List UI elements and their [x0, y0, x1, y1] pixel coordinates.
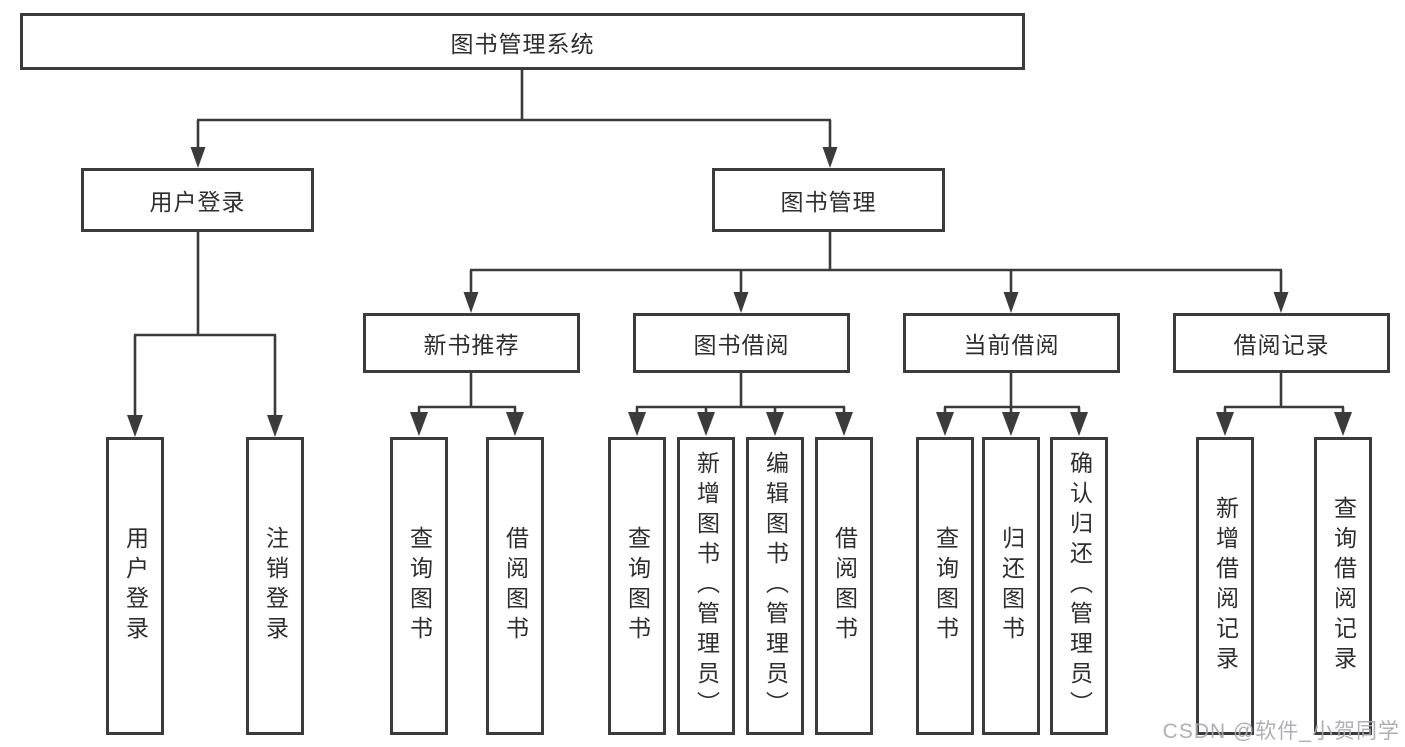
- node-new-book-recommend: 新书推荐: [363, 313, 580, 373]
- arrowheads: [127, 147, 1352, 437]
- leaf-borrow-books-1-label: 借阅图书: [502, 526, 529, 646]
- node-book-borrow: 图书借阅: [633, 313, 850, 373]
- leaf-logout-label: 注销登录: [262, 526, 289, 646]
- leaf-logout: 注销登录: [246, 437, 304, 735]
- leaf-add-borrow-record: 新增借阅记录: [1196, 437, 1254, 735]
- leaf-user-login: 用户登录: [106, 437, 164, 735]
- leaf-confirm-return-admin-label: 确认归还（管理员）: [1066, 451, 1093, 721]
- connector-user-login-children: [133, 232, 277, 419]
- leaf-return-books: 归还图书: [982, 437, 1040, 735]
- node-book-borrow-label: 图书借阅: [693, 332, 790, 358]
- node-user-login: 用户登录: [81, 168, 314, 232]
- connector-book-management-children: [469, 232, 1283, 295]
- connector-root-to-level2: [196, 70, 832, 150]
- connector-new-book-children: [417, 373, 517, 418]
- connector-borrow-records-children: [1223, 373, 1345, 418]
- leaf-query-books-1: 查询图书: [390, 437, 448, 735]
- node-library-system-label: 图书管理系统: [450, 30, 595, 57]
- node-new-book-recommend-label: 新书推荐: [423, 332, 520, 358]
- leaf-confirm-return-admin: 确认归还（管理员）: [1050, 437, 1108, 735]
- node-book-management-label: 图书管理: [780, 189, 877, 215]
- node-borrow-records: 借阅记录: [1173, 313, 1390, 373]
- leaf-query-borrow-record-label: 查询借阅记录: [1330, 496, 1357, 676]
- leaf-query-books-2-label: 查询图书: [624, 526, 651, 646]
- leaf-add-borrow-record-label: 新增借阅记录: [1212, 496, 1239, 676]
- connector-book-borrow-children: [635, 373, 846, 418]
- leaf-query-books-2: 查询图书: [608, 437, 666, 735]
- leaf-user-login-label: 用户登录: [122, 526, 149, 646]
- leaf-edit-books-admin: 编辑图书（管理员）: [746, 437, 804, 735]
- leaf-query-borrow-record: 查询借阅记录: [1314, 437, 1372, 735]
- leaf-borrow-books-2-label: 借阅图书: [831, 526, 858, 646]
- node-book-management: 图书管理: [712, 168, 945, 232]
- leaf-query-books-3: 查询图书: [916, 437, 974, 735]
- connector-current-borrow-children: [943, 373, 1081, 418]
- leaf-edit-books-admin-label: 编辑图书（管理员）: [762, 451, 789, 721]
- node-current-borrow-label: 当前借阅: [963, 332, 1060, 358]
- node-current-borrow: 当前借阅: [903, 313, 1120, 373]
- leaf-add-books-admin-label: 新增图书（管理员）: [693, 451, 720, 721]
- leaf-query-books-3-label: 查询图书: [932, 526, 959, 646]
- leaf-borrow-books-2: 借阅图书: [815, 437, 873, 735]
- node-library-system: 图书管理系统: [20, 13, 1025, 70]
- leaf-query-books-1-label: 查询图书: [406, 526, 433, 646]
- csdn-watermark: CSDN @软件_小贺同学: [1162, 720, 1400, 743]
- leaf-borrow-books-1: 借阅图书: [486, 437, 544, 735]
- node-borrow-records-label: 借阅记录: [1233, 332, 1330, 358]
- leaf-return-books-label: 归还图书: [998, 526, 1025, 646]
- leaf-add-books-admin: 新增图书（管理员）: [677, 437, 735, 735]
- node-user-login-label: 用户登录: [149, 189, 246, 215]
